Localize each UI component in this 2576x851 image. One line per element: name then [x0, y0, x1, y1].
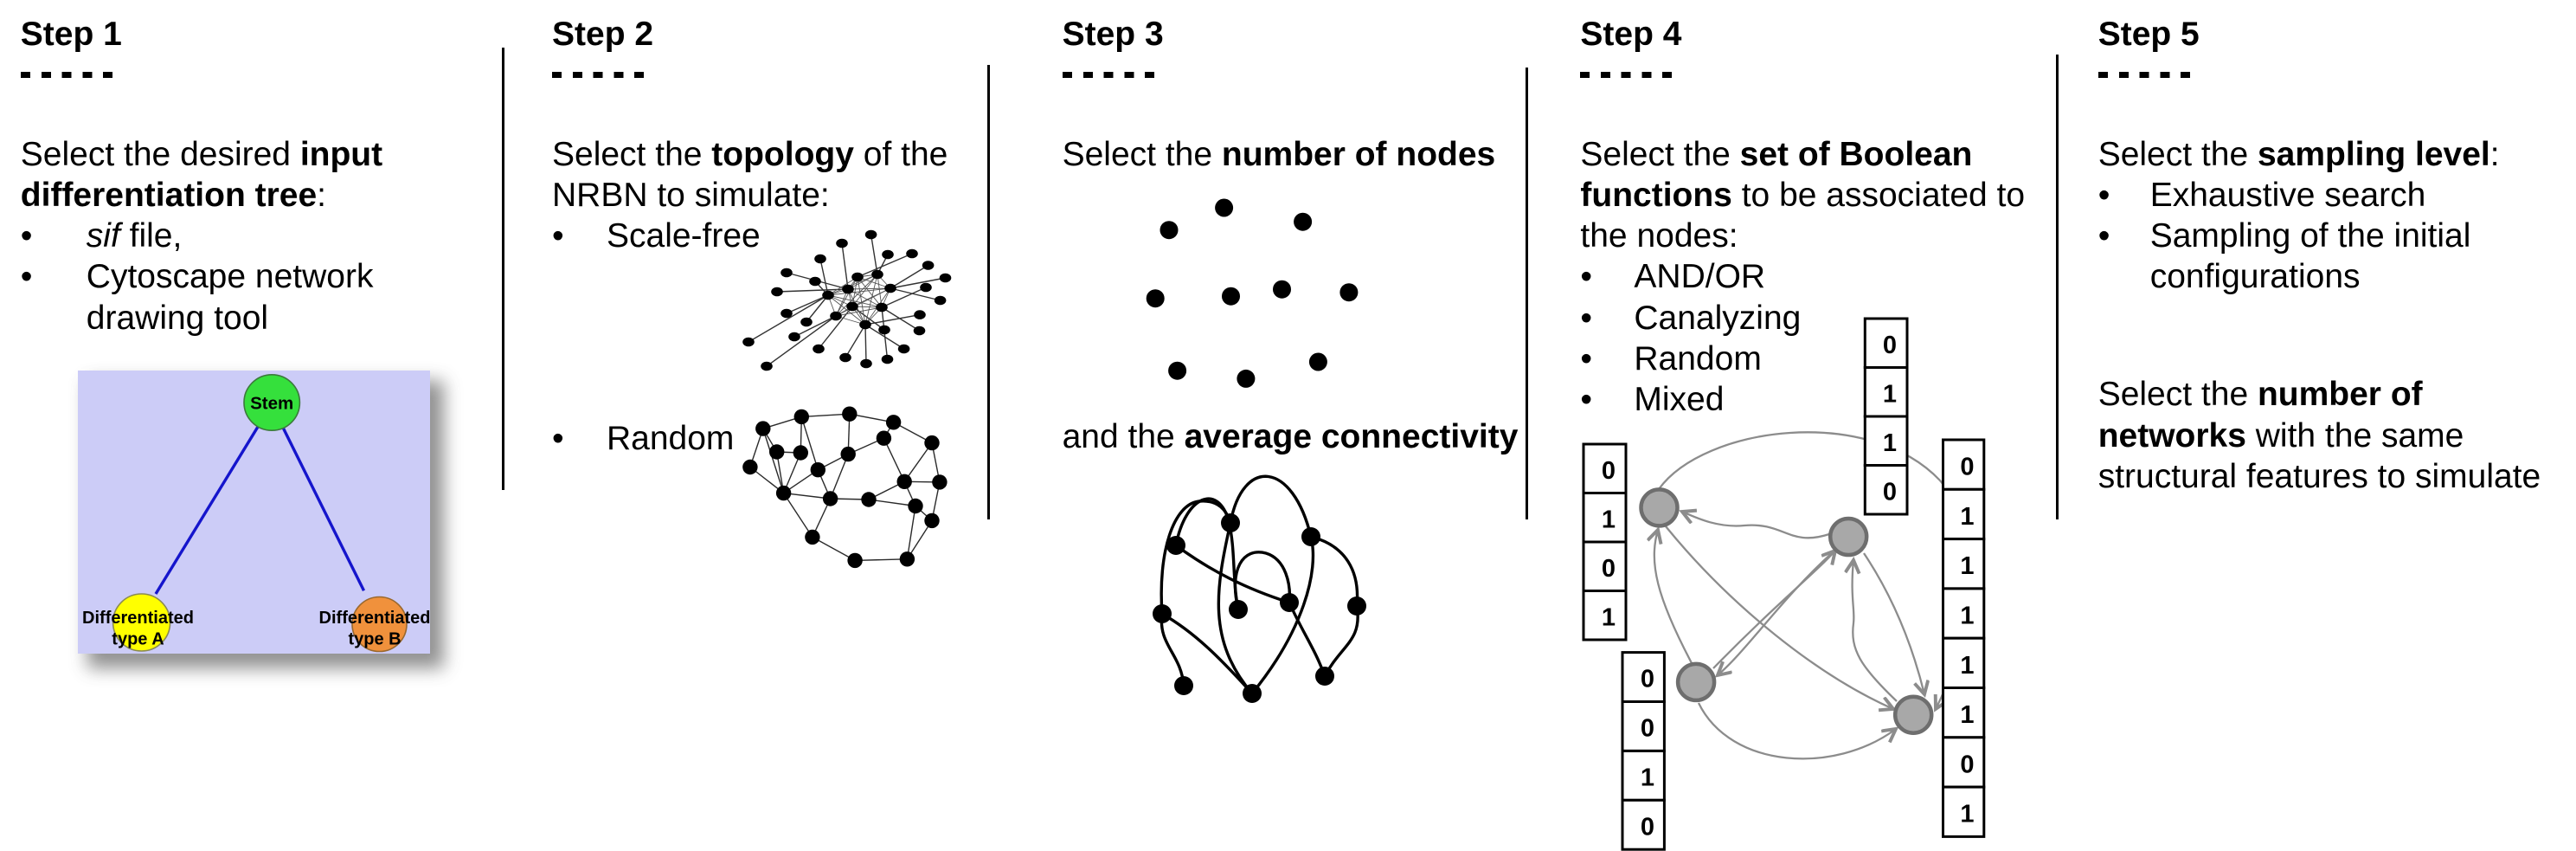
svg-text:1: 1	[1960, 552, 1974, 580]
svg-text:1: 1	[1960, 801, 1974, 828]
svg-text:Differentiated: Differentiated	[319, 609, 431, 628]
svg-text:0: 0	[1641, 666, 1654, 693]
svg-text:0: 0	[1641, 813, 1654, 841]
svg-text:0: 0	[1960, 751, 1974, 778]
svg-text:1: 1	[1602, 506, 1616, 534]
svg-text:1: 1	[1960, 603, 1974, 630]
svg-text:0: 0	[1883, 332, 1897, 359]
svg-text:1: 1	[1960, 701, 1974, 729]
svg-text:Differentiated: Differentiated	[82, 609, 194, 628]
svg-text:0: 0	[1641, 715, 1654, 743]
svg-text:0: 0	[1960, 454, 1974, 481]
svg-text:0: 0	[1602, 457, 1616, 485]
svg-text:type B: type B	[348, 630, 401, 649]
svg-text:0: 0	[1602, 555, 1616, 583]
svg-text:1: 1	[1883, 429, 1897, 457]
svg-text:1: 1	[1883, 381, 1897, 409]
svg-text:0: 0	[1883, 479, 1897, 506]
svg-text:1: 1	[1960, 652, 1974, 680]
svg-text:1: 1	[1641, 764, 1654, 791]
svg-text:1: 1	[1960, 503, 1974, 531]
svg-text:Stem: Stem	[250, 394, 293, 414]
svg-text:type A: type A	[112, 630, 164, 649]
svg-text:1: 1	[1602, 604, 1616, 632]
